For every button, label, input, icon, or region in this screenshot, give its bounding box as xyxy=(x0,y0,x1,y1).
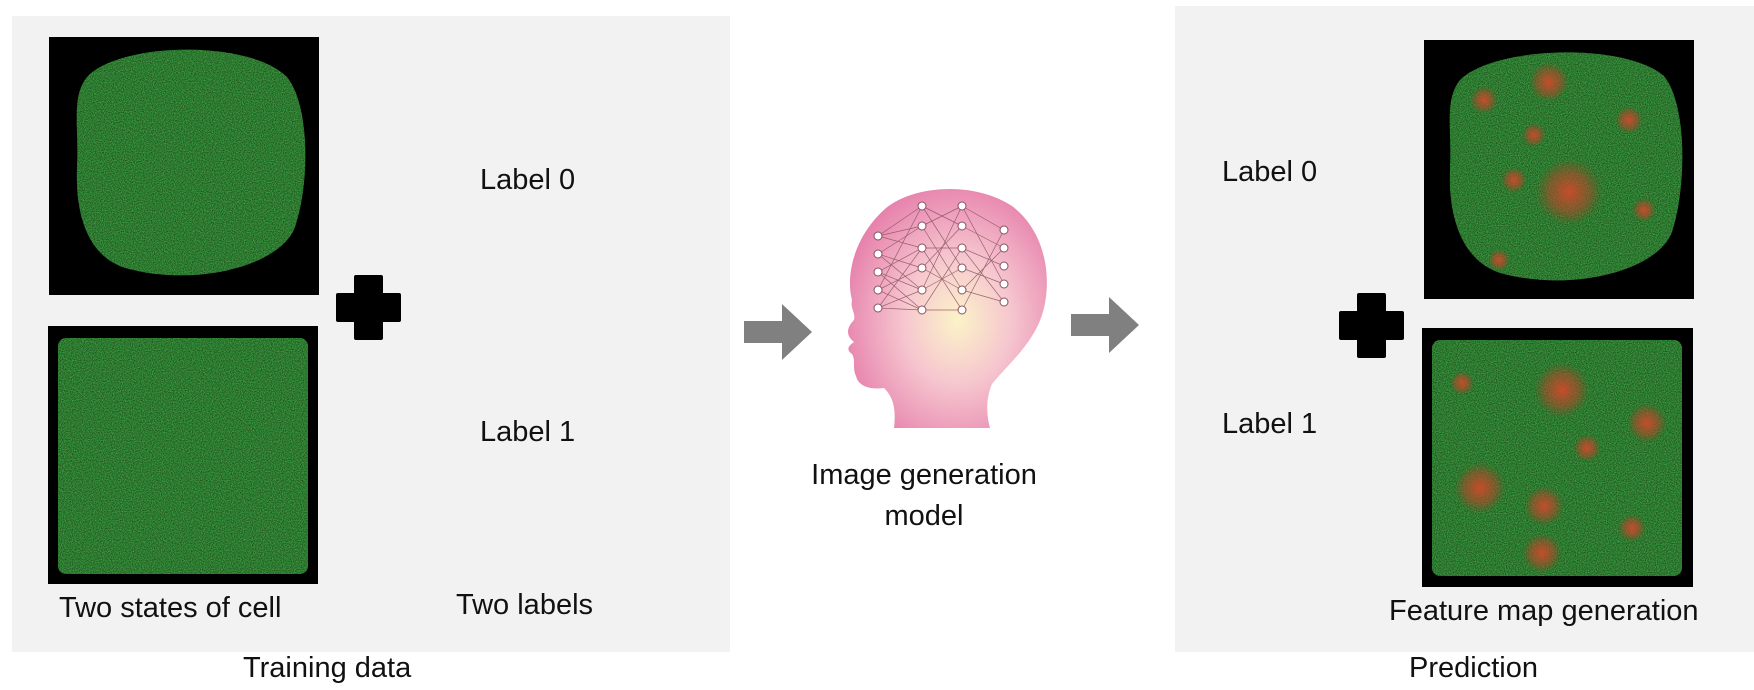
training-data-title: Training data xyxy=(243,652,412,684)
arrow-right-icon xyxy=(1071,297,1139,353)
model-caption-line-1: Image generation xyxy=(811,459,1037,491)
cell-image-state-1 xyxy=(48,326,318,584)
training-label-0: Label 0 xyxy=(480,164,576,196)
feature-map-label-1 xyxy=(1422,328,1693,587)
prediction-label-1: Label 1 xyxy=(1222,408,1318,440)
network-nodes xyxy=(873,201,1009,315)
two-states-caption: Two states of cell xyxy=(59,592,282,624)
feature-map-label-0 xyxy=(1424,40,1694,299)
plus-icon xyxy=(336,275,401,340)
network-links xyxy=(877,205,1005,311)
arrow-right-icon xyxy=(744,304,812,360)
neural-head-icon xyxy=(848,188,1047,428)
feature-map-caption: Feature map generation xyxy=(1389,595,1699,627)
prediction-title: Prediction xyxy=(1409,652,1538,684)
two-labels-caption: Two labels xyxy=(456,589,594,621)
prediction-label-0: Label 0 xyxy=(1222,156,1318,188)
training-label-1: Label 1 xyxy=(480,416,576,448)
model-caption-line-2: model xyxy=(884,500,964,532)
plus-icon xyxy=(1339,293,1404,358)
cell-image-state-0 xyxy=(49,37,319,295)
